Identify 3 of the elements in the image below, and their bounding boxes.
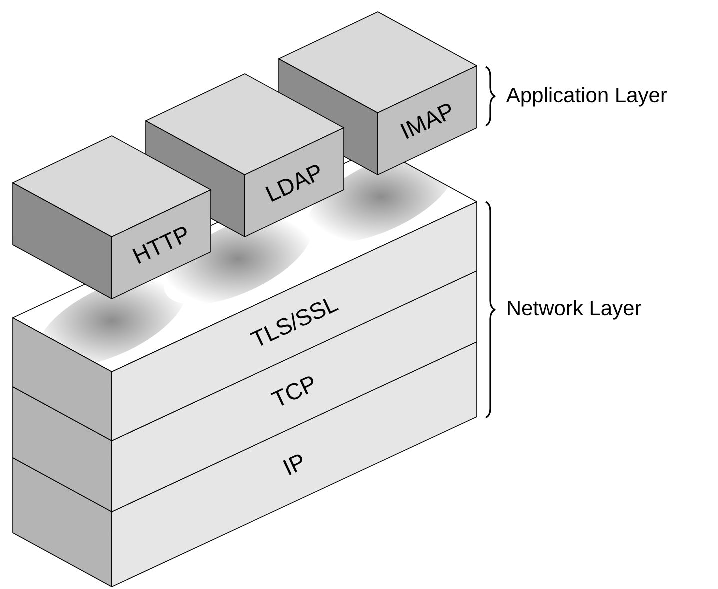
layer-label: Application Layer <box>506 87 668 107</box>
protocol-block: HTTP <box>12 136 212 300</box>
layer-label: Network Layer <box>508 300 642 320</box>
